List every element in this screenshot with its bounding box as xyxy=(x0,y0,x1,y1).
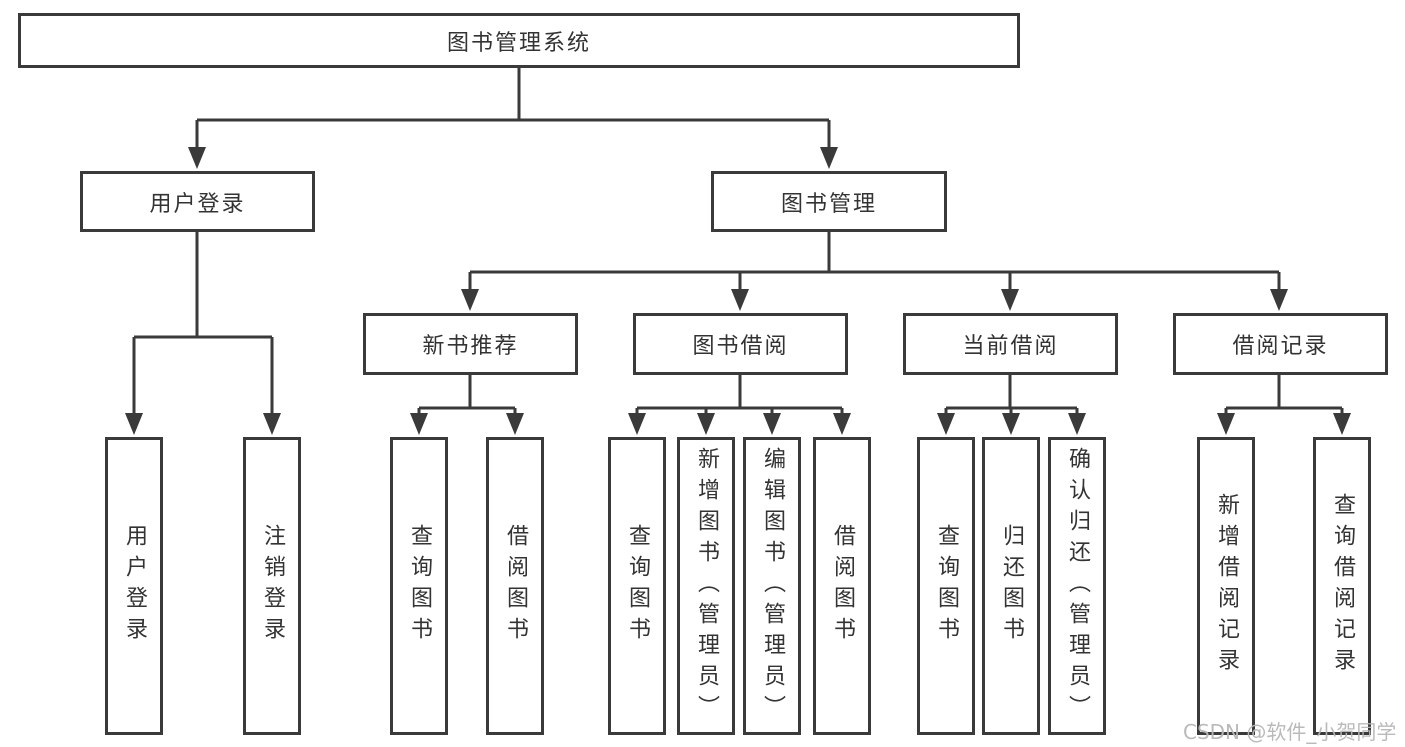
node-borrow-records: 借阅记录 xyxy=(1173,313,1388,375)
leaf-label: 新增图书（管理员） xyxy=(694,446,719,726)
node-user-login: 用户登录 xyxy=(80,171,315,232)
leaf-borrow-borrow-books: 借阅图书 xyxy=(813,437,871,735)
leaf-logout: 注销登录 xyxy=(243,437,301,735)
node-root: 图书管理系统 xyxy=(18,13,1020,68)
leaf-label: 确认归还（管理员） xyxy=(1065,446,1090,726)
leaf-borrow-add-books-admin: 新增图书（管理员） xyxy=(677,437,735,735)
leaf-label: 新增借阅记录 xyxy=(1214,493,1239,679)
node-book-borrow: 图书借阅 xyxy=(633,313,848,375)
leaf-label: 归还图书 xyxy=(999,524,1024,648)
leaf-user-login: 用户登录 xyxy=(105,437,163,735)
leaf-newbook-query-books: 查询图书 xyxy=(390,437,448,735)
leaf-label: 查询图书 xyxy=(625,524,650,648)
arrowheads xyxy=(125,147,1351,435)
leaf-records-query-record: 查询借阅记录 xyxy=(1313,437,1371,735)
leaf-label: 借阅图书 xyxy=(830,524,855,648)
node-new-book-recommend: 新书推荐 xyxy=(363,313,578,375)
leaf-label: 查询图书 xyxy=(407,524,432,648)
leaf-current-return-books: 归还图书 xyxy=(982,437,1040,735)
leaf-label: 借阅图书 xyxy=(503,524,528,648)
leaf-label: 用户登录 xyxy=(122,524,147,648)
leaf-borrow-query-books: 查询图书 xyxy=(608,437,666,735)
leaf-label: 注销登录 xyxy=(260,524,285,648)
node-current-borrow: 当前借阅 xyxy=(903,313,1118,375)
leaf-current-confirm-return-admin: 确认归还（管理员） xyxy=(1048,437,1106,735)
leaf-records-add-record: 新增借阅记录 xyxy=(1197,437,1255,735)
leaf-newbook-borrow-books: 借阅图书 xyxy=(486,437,544,735)
leaf-current-query-books: 查询图书 xyxy=(917,437,975,735)
leaf-label: 查询图书 xyxy=(934,524,959,648)
csdn-watermark: CSDN @软件_小贺同学 xyxy=(1183,720,1397,744)
node-book-management: 图书管理 xyxy=(711,171,947,232)
leaf-borrow-edit-books-admin: 编辑图书（管理员） xyxy=(743,437,801,735)
leaf-label: 查询借阅记录 xyxy=(1330,493,1355,679)
leaf-label: 编辑图书（管理员） xyxy=(760,446,785,726)
